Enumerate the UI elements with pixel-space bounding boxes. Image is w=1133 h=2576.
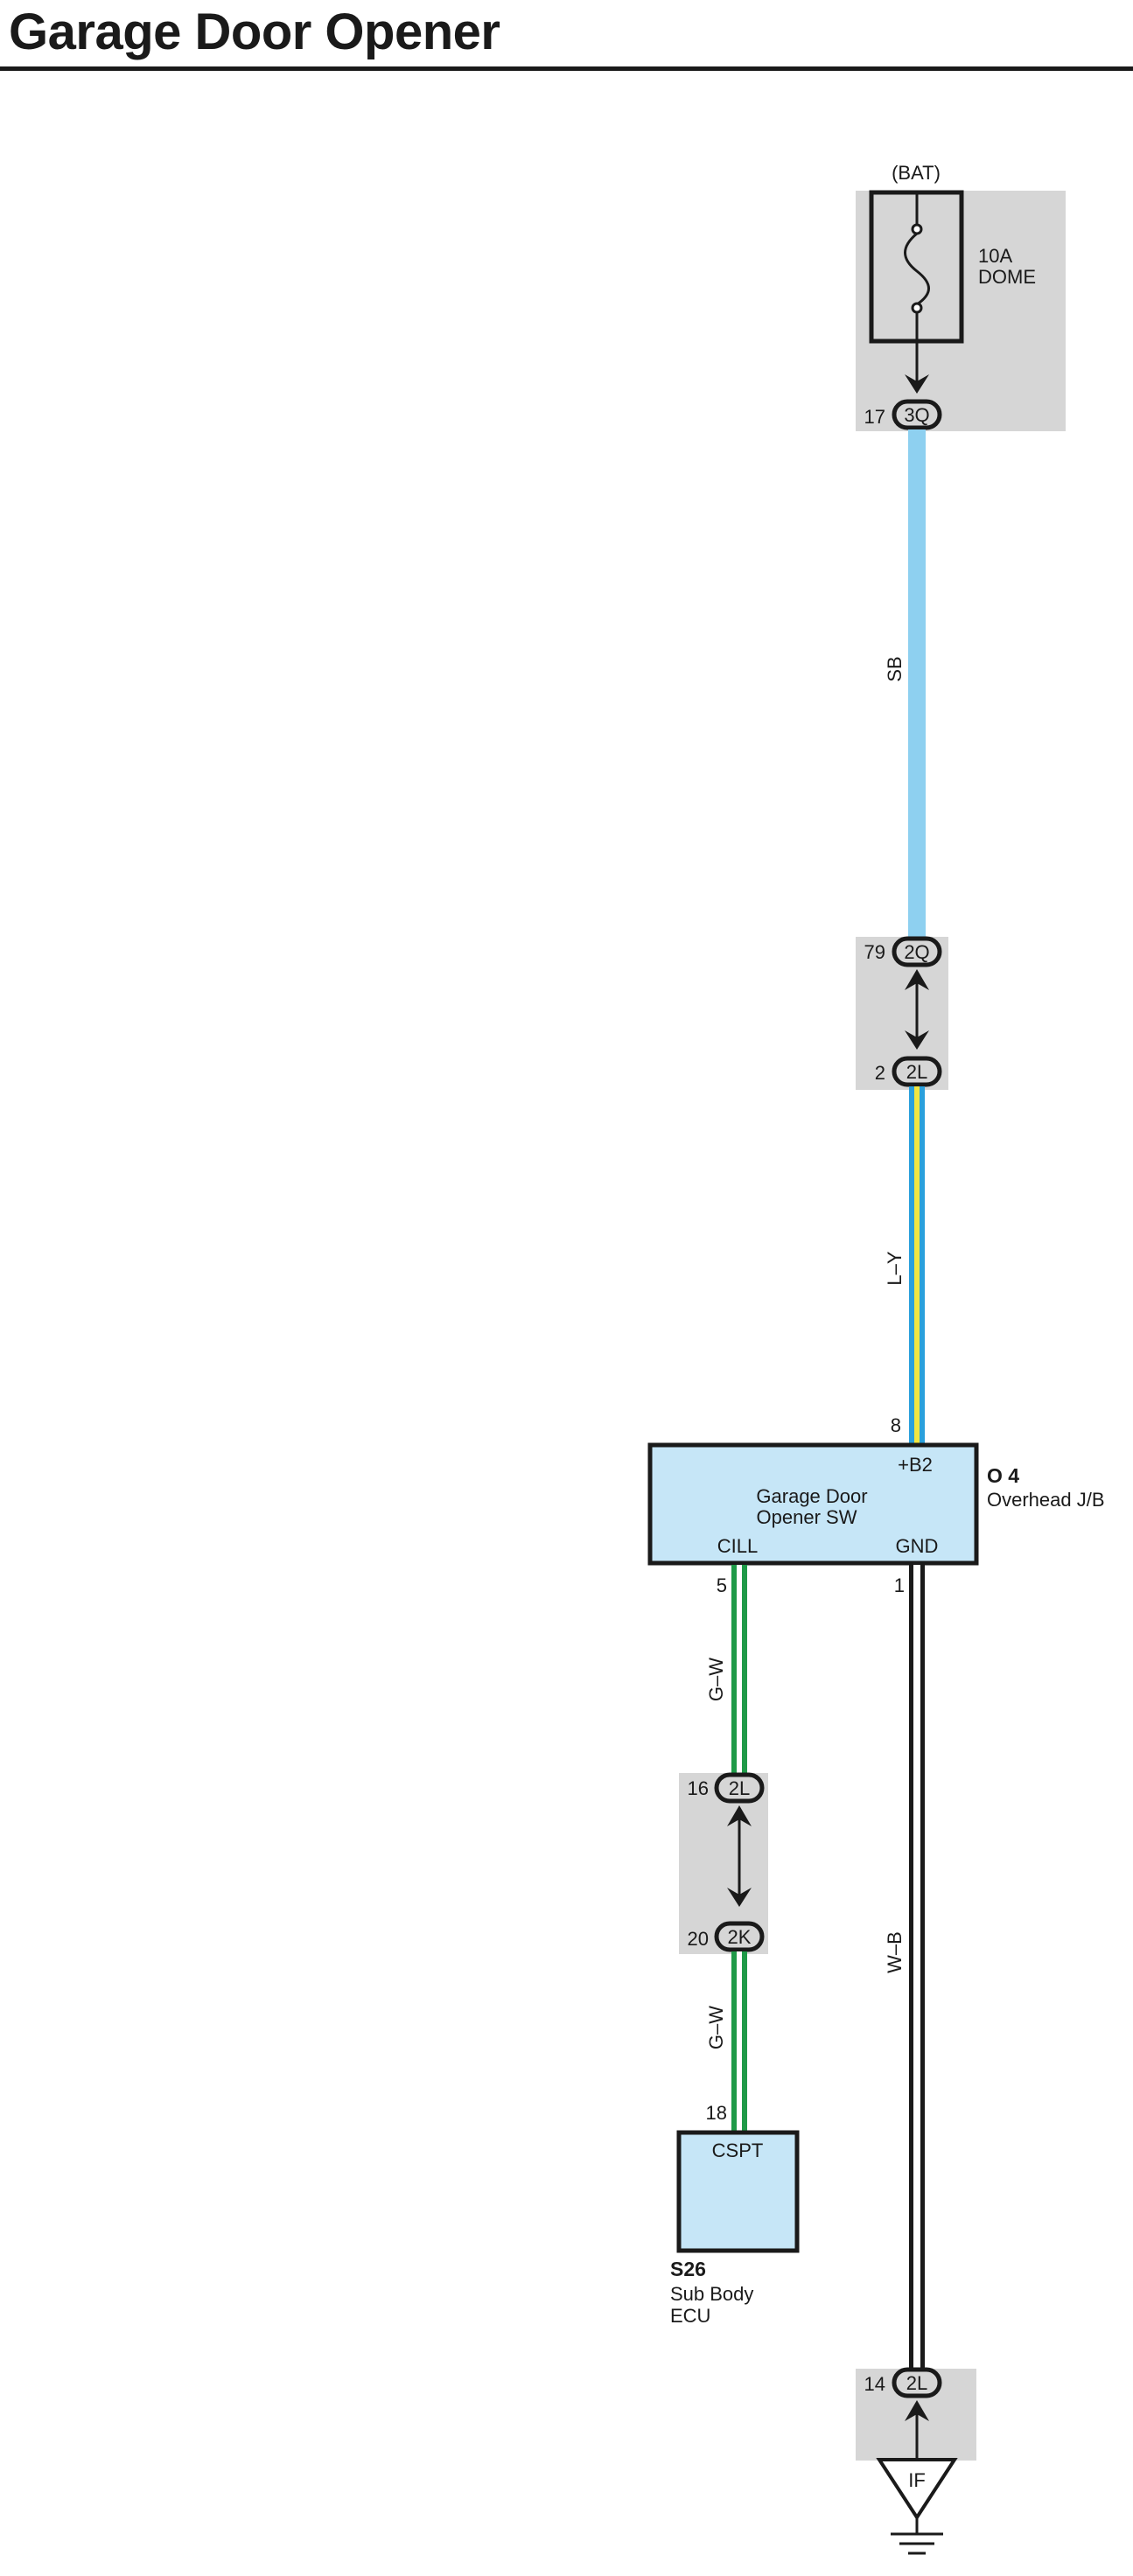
wire-gw-lower-label: G–W (705, 2006, 727, 2049)
page-title: Garage Door Opener (9, 3, 500, 60)
ecu-id: S26 (670, 2258, 706, 2280)
switch-pin-b2: 8 (891, 1414, 901, 1436)
switch-name-line2: Opener SW (757, 1506, 857, 1528)
wire-sb-label: SB (884, 656, 906, 681)
connector-2q-code: 2Q (904, 941, 929, 963)
connector-2l-left-pin: 16 (688, 1777, 709, 1799)
arrow-up-icon (905, 969, 929, 990)
switch-pin-gnd: 1 (894, 1574, 905, 1596)
connector-2l-ground (892, 2367, 942, 2398)
connector-2l-left (714, 1772, 765, 1804)
switch-location: Overhead J/B (987, 1489, 1105, 1511)
connector-2q (892, 936, 942, 967)
wire-ly-stripe (914, 1086, 920, 1443)
wire-ly-label: L–Y (884, 1251, 906, 1285)
connector-2l-ground-pin: 14 (864, 2373, 885, 2395)
garage-door-opener-switch (647, 1442, 979, 1566)
switch-pin-cill: 5 (717, 1574, 727, 1596)
ecu-pin: 18 (706, 2102, 727, 2124)
switch-terminal-gnd: GND (896, 1535, 939, 1557)
switch-terminal-cill: CILL (717, 1535, 758, 1557)
wire-gw-lower-stripe (737, 1951, 742, 2133)
power-source-label: (BAT) (892, 162, 941, 184)
arrow-down-icon (905, 374, 929, 394)
switch-name-line1: Garage Door (756, 1485, 867, 1507)
fuse-name: DOME (978, 266, 1036, 288)
connector-2l-ground-code: 2L (906, 2372, 927, 2394)
connector-2k-pin: 20 (688, 1928, 709, 1950)
connector-2l-pin: 2 (875, 1062, 885, 1084)
connector-2k (714, 1921, 765, 1952)
ecu-name-line1: Sub Body (670, 2283, 753, 2305)
sub-body-ecu (676, 2130, 800, 2253)
connector-2l-left-code: 2L (729, 1777, 750, 1799)
switch-terminal-b2: +B2 (898, 1454, 933, 1476)
connector-2k-code: 2K (728, 1926, 752, 1948)
connector-2l-code: 2L (906, 1061, 927, 1083)
wire-wb-stripe (913, 1565, 920, 2370)
fuse-rating: 10A (978, 245, 1012, 267)
connector-3q-pin: 17 (864, 406, 885, 428)
wire-sb (908, 429, 926, 939)
arrow-down-icon (727, 1888, 752, 1907)
connector-3q-code: 3Q (904, 404, 929, 426)
ecu-name-line2: ECU (670, 2305, 710, 2327)
wire-wb-label: W–B (884, 1931, 906, 1973)
connector-3q (892, 399, 942, 430)
connector-2l (892, 1056, 942, 1087)
ecu-terminal: CSPT (712, 2140, 764, 2161)
title-rule (0, 66, 1133, 71)
ground-label: IF (908, 2469, 926, 2491)
ground-icon (876, 2458, 958, 2555)
wire-gw-upper-label: G–W (705, 1658, 727, 1701)
arrow-down-icon (905, 1030, 929, 1050)
arrow-up-icon (727, 1805, 752, 1826)
fuse-icon (904, 192, 930, 341)
wire-gw-upper-stripe (737, 1565, 742, 1775)
switch-id: O 4 (987, 1464, 1019, 1487)
arrow-up-icon (905, 2400, 929, 2421)
connector-2q-pin: 79 (864, 941, 885, 963)
